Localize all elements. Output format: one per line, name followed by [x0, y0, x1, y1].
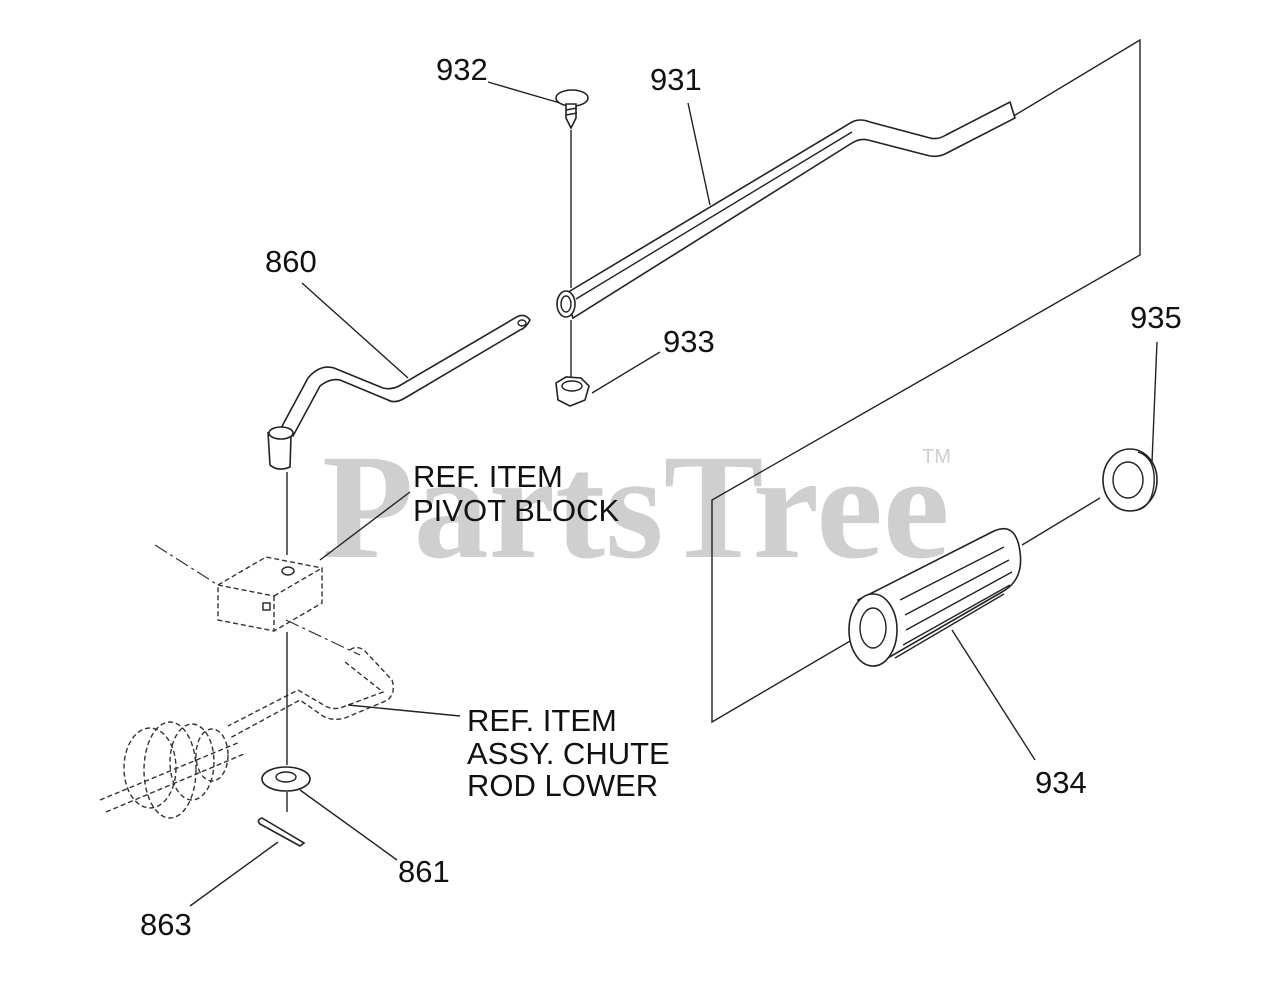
part-933-nut [555, 320, 590, 407]
ref-chute-line-1: REF. ITEM [467, 703, 617, 738]
callout-932: 932 [436, 52, 488, 87]
callout-933: 933 [663, 324, 715, 359]
part-861-washer [261, 766, 398, 861]
watermark-text: PartsTree [322, 424, 949, 590]
reference-labels: REF. ITEM PIVOT BLOCK REF. ITEM ASSY. CH… [413, 459, 670, 803]
ref-chute-rod [99, 619, 461, 819]
part-860-rod [267, 314, 531, 555]
part-935-bushing [1102, 341, 1158, 512]
subassembly-frame [711, 38, 1141, 724]
part-934-grip [848, 497, 1101, 761]
watermark-trademark: TM [922, 446, 951, 468]
callout-860: 860 [265, 244, 317, 279]
callout-931: 931 [650, 62, 702, 97]
ref-pivot-line-2: PIVOT BLOCK [413, 493, 619, 528]
part-863-cotter-pin [189, 817, 306, 907]
callout-863: 863 [140, 907, 192, 942]
callout-935: 935 [1130, 300, 1182, 335]
part-931-tube [556, 100, 1016, 320]
callout-861: 861 [398, 854, 450, 889]
ref-pivot-line-1: REF. ITEM [413, 459, 563, 494]
callout-934: 934 [1035, 765, 1087, 800]
ref-chute-line-3: ROD LOWER [467, 768, 658, 803]
ref-pivot-block [154, 491, 411, 632]
leader-lines [301, 81, 711, 394]
callouts: 932 931 860 933 935 934 861 863 [140, 52, 1182, 942]
ref-chute-line-2: ASSY. CHUTE [467, 736, 670, 771]
part-932-screw [555, 89, 589, 288]
watermark: PartsTree TM [322, 424, 951, 590]
